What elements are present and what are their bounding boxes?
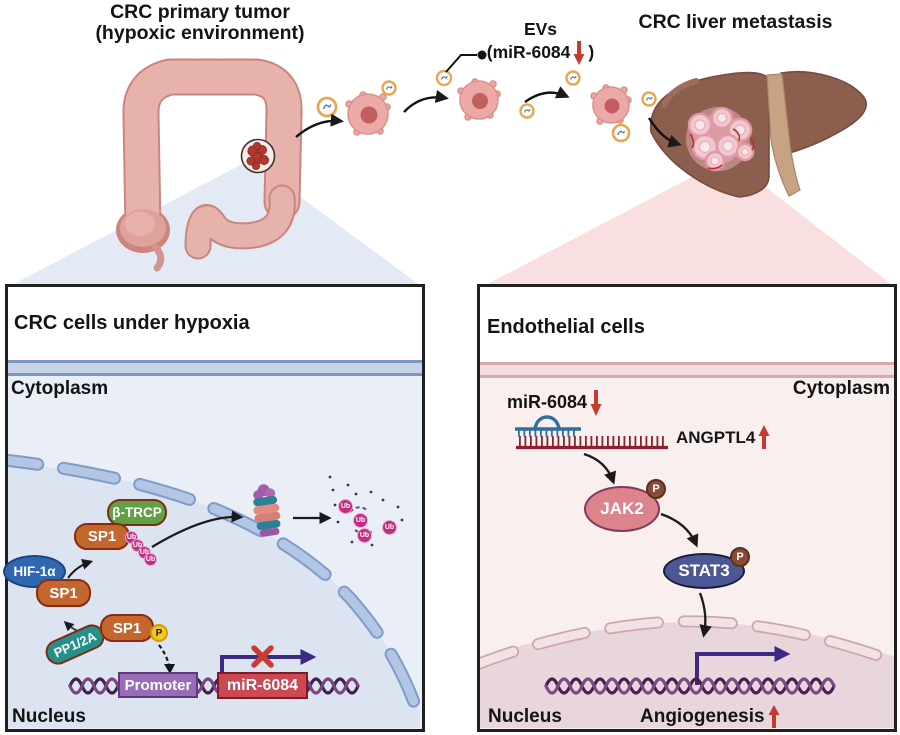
liver-metastasis-title: CRC liver metastasis: [638, 11, 833, 33]
free-ubiquitin-node: Ub: [382, 520, 397, 535]
phospho-node-jak2: P: [646, 479, 666, 499]
mir6084-down-label: miR-6084: [507, 388, 602, 417]
mir6084-down-text: miR-6084: [507, 392, 588, 412]
ev-icon: [381, 80, 397, 96]
mir-down-arrow-icon: [573, 41, 585, 66]
ev-icon: [565, 70, 581, 86]
sp1-node-complex: SP1: [74, 523, 130, 550]
liver-metastasis-cluster: [686, 106, 755, 172]
ev-icon: [316, 96, 338, 118]
tumor-cell: [590, 84, 632, 125]
cell-membrane-bar-pink: [480, 362, 894, 378]
angptl4-up-arrow-icon: [758, 425, 770, 449]
cytoplasm-region-blue: [8, 376, 422, 729]
angiogenesis-up-label: Angiogenesis: [640, 704, 780, 730]
ubiquitin-chain-node: Ub: [144, 553, 157, 566]
tumor-cell: [345, 91, 391, 136]
tumor-cell: [457, 78, 501, 121]
free-ubiquitin-node: Ub: [357, 528, 372, 543]
free-ubiquitin-node: Ub: [338, 499, 353, 514]
evs-label-close: ): [588, 42, 595, 63]
primary-tumor-title: CRC primary tumor (hypoxic environment): [55, 1, 345, 45]
ev-icon: [435, 69, 453, 87]
sp1-node-hif-bound: SP1: [36, 579, 91, 607]
left-nucleus-label: Nucleus: [12, 706, 86, 727]
mir-down-arrow-icon: [590, 390, 602, 416]
free-ubiquitin-node: Ub: [353, 513, 368, 528]
btrcp-node: β-TRCP: [107, 499, 167, 526]
primary-tumor-circle: [240, 138, 276, 174]
primary-tumor-title-line2: (hypoxic environment): [95, 22, 305, 45]
mir6084-gene-box: miR-6084: [217, 672, 308, 699]
angiogenesis-up-arrow-icon: [768, 705, 780, 728]
transit-arrows: [295, 86, 570, 138]
colon-illustration: [116, 58, 303, 272]
right-panel-endothelial: [477, 284, 897, 732]
evs-label-open: (miR-6084: [486, 42, 571, 63]
circulating-tumor-cells: [345, 78, 632, 136]
ev-label-pointer: [445, 50, 487, 73]
angptl4-up-label: ANGPTL4: [676, 424, 770, 451]
liver-ligament: [766, 73, 801, 197]
right-nucleus-label: Nucleus: [488, 706, 562, 727]
cell-membrane-bar-blue: [8, 360, 422, 376]
phospho-node-stat3: P: [730, 547, 750, 567]
evs-label-line1: EVs: [523, 19, 558, 39]
promoter-box: Promoter: [118, 672, 198, 698]
arrow-into-liver: [647, 117, 682, 148]
phospho-node-yellow: P: [150, 624, 168, 642]
evs-label: EVs (miR-6084 ): [468, 19, 613, 66]
left-panel-title: CRC cells under hypoxia: [14, 312, 250, 334]
right-cytoplasm-label: Cytoplasm: [792, 378, 890, 399]
zoom-wedge-right: [480, 158, 896, 288]
angiogenesis-up-text: Angiogenesis: [640, 706, 765, 727]
left-cytoplasm-label: Cytoplasm: [11, 378, 109, 399]
primary-tumor-title-line1: CRC primary tumor: [110, 1, 290, 23]
sp1-node-phospho: SP1: [100, 614, 154, 642]
angptl4-up-text: ANGPTL4: [676, 427, 756, 447]
ev-icon: [519, 103, 535, 119]
left-panel-crc-cells: [5, 284, 425, 732]
ev-icon: [611, 123, 631, 143]
ev-icon: [641, 91, 657, 107]
right-panel-title: Endothelial cells: [487, 316, 645, 338]
liver-illustration: [647, 71, 868, 198]
extracellular-vesicles: [316, 69, 657, 143]
